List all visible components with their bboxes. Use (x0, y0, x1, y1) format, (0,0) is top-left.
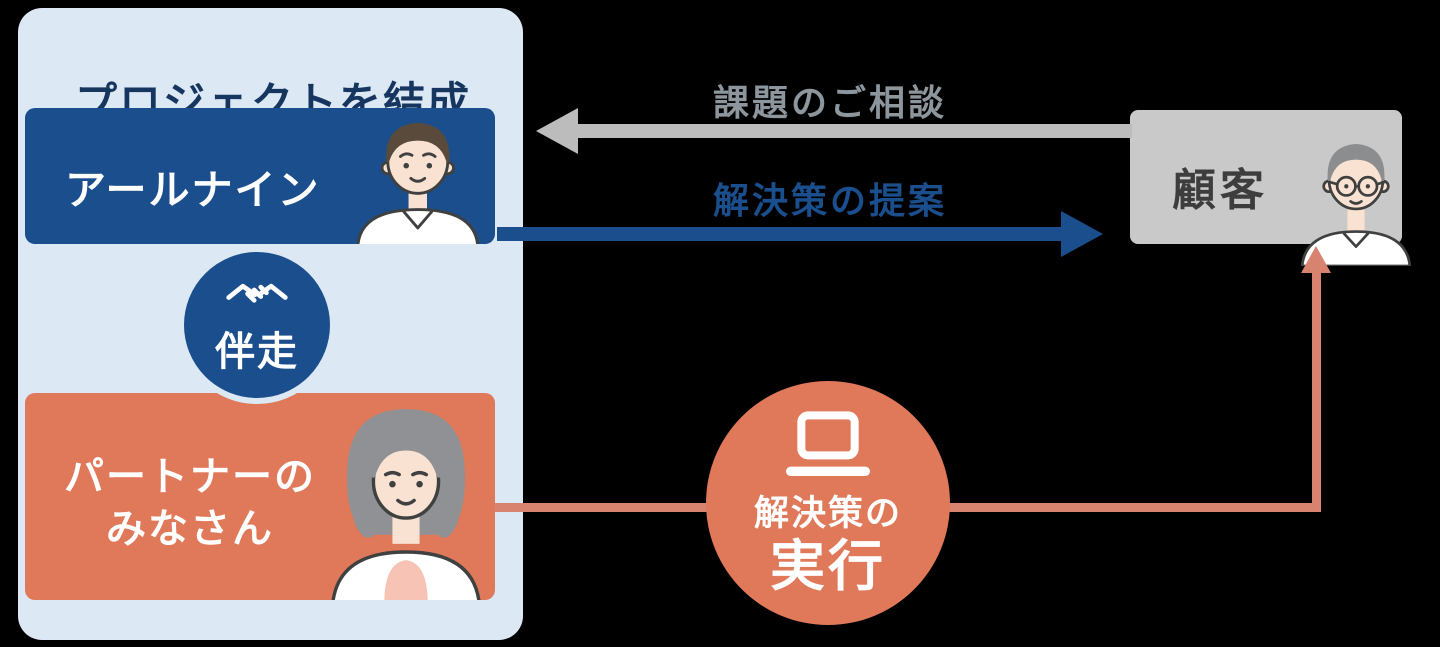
partner-box: パートナーの みなさん (25, 393, 495, 600)
bansou-label: 伴走 (215, 328, 299, 375)
laptop-icon (780, 410, 876, 479)
execution-arrowhead-icon (1301, 246, 1331, 273)
proposal-arrow-line (497, 227, 1063, 241)
customer-box: 顧客 (1130, 110, 1412, 268)
rnine-box: アールナイン (25, 108, 495, 244)
customer-person-avatar (1286, 126, 1426, 268)
consult-arrowhead-icon (536, 108, 578, 154)
partner-person-avatar (311, 400, 495, 600)
rnine-person-avatar (337, 108, 487, 244)
customer-label: 顧客 (1172, 165, 1268, 216)
partner-label-line1: パートナーの (64, 454, 316, 500)
handshake-icon (224, 273, 290, 314)
proposal-label: 解決策の提案 (712, 181, 947, 222)
proposal-arrowhead-icon (1061, 211, 1103, 257)
rnine-label: アールナイン (65, 166, 321, 214)
partner-label-line2: みなさん (106, 506, 274, 552)
consult-arrow-line (576, 124, 1132, 138)
execution-circle: 解決策の 実行 (706, 381, 950, 625)
project-panel: プロジェクトを結成 アールナイン (18, 8, 523, 640)
bansou-circle: 伴走 (178, 246, 336, 404)
execution-arrow-vertical (1312, 270, 1321, 512)
partner-label: パートナーの みなさん (45, 451, 335, 555)
consult-label: 課題のご相談 (712, 83, 947, 124)
execution-label-line1: 解決策の (753, 493, 902, 534)
execution-label-line2: 実行 (769, 533, 886, 598)
